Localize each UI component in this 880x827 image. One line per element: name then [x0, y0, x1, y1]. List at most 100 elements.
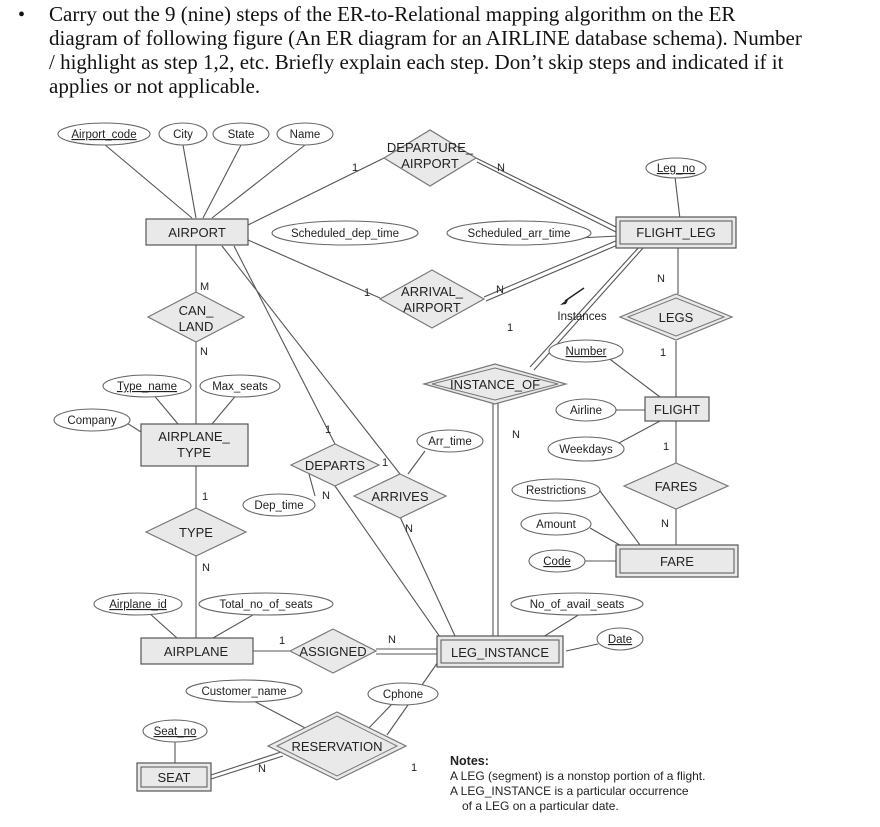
svg-text:DEPARTS: DEPARTS	[305, 458, 366, 473]
card-type-1: 1	[202, 491, 208, 503]
svg-text:AIRPORT: AIRPORT	[401, 156, 459, 171]
card-assigned-1: 1	[279, 635, 285, 647]
attr-number: Number	[548, 339, 624, 363]
rel-reservation: RESERVATION	[266, 711, 408, 781]
svg-text:Cphone: Cphone	[383, 689, 423, 701]
card-departs-n: N	[322, 490, 330, 502]
svg-text:AIRPLANE_: AIRPLANE_	[158, 429, 230, 444]
svg-text:Code: Code	[543, 556, 571, 568]
bullet-marker: •	[18, 4, 26, 26]
attr-company: Company	[53, 408, 131, 432]
attr-city: City	[158, 122, 208, 146]
card-arr-n: N	[496, 284, 504, 296]
attr-scheduled-dep-time: Scheduled_dep_time	[271, 220, 419, 246]
card-canland-m: M	[200, 281, 209, 293]
cardinality-labels: 1 N 1 N M N N 1 1 N 1 1 N N 1 N 1 N 1 N …	[200, 162, 669, 775]
rel-legs: LEGS	[618, 293, 734, 341]
notes-heading: Notes:	[450, 754, 489, 768]
attr-scheduled-arr-time: Scheduled_arr_time	[446, 220, 592, 246]
attr-airport-code: Airport_code	[57, 122, 151, 146]
attr-type-name: Type_name	[102, 374, 192, 398]
notes-block: Notes: A LEG (segment) is a nonstop port…	[450, 754, 705, 813]
card-reservation-1: 1	[411, 762, 417, 774]
svg-text:Type_name: Type_name	[117, 381, 177, 393]
attr-airline: Airline	[555, 398, 617, 422]
svg-text:Arr_time: Arr_time	[428, 436, 471, 448]
svg-text:SEAT: SEAT	[158, 770, 191, 785]
question-line-1: Carry out the 9 (nine) steps of the ER-t…	[49, 2, 736, 26]
svg-text:LAND: LAND	[179, 319, 214, 334]
svg-text:Seat_no: Seat_no	[154, 726, 197, 738]
entity-airplane-type: AIRPLANE_ TYPE	[140, 423, 249, 467]
attr-state: State	[212, 122, 270, 146]
svg-text:Amount: Amount	[536, 519, 576, 531]
svg-text:DEPARTURE_: DEPARTURE_	[387, 140, 474, 155]
svg-text:Instances: Instances	[557, 311, 606, 323]
rel-can-land: CAN_ LAND	[146, 291, 246, 343]
svg-text:ASSIGNED: ASSIGNED	[299, 644, 366, 659]
svg-text:RESERVATION: RESERVATION	[291, 739, 382, 754]
card-instof-n: N	[512, 429, 520, 441]
svg-text:Airplane_id: Airplane_id	[109, 599, 167, 611]
card-dep-1: 1	[352, 162, 358, 174]
card-assigned-n: N	[388, 634, 396, 646]
svg-text:TYPE: TYPE	[179, 525, 213, 540]
svg-text:Weekdays: Weekdays	[559, 444, 613, 456]
attr-code: Code	[528, 549, 586, 573]
rel-departure-airport: DEPARTURE_ AIRPORT	[382, 129, 478, 187]
notes-line-2: A LEG_INSTANCE is a particular occurrenc…	[450, 784, 689, 798]
question-block: • Carry out the 9 (nine) steps of the ER…	[0, 0, 880, 110]
svg-text:Company: Company	[67, 415, 116, 427]
card-fares-1: 1	[663, 441, 669, 453]
svg-text:State: State	[228, 129, 255, 141]
svg-text:Scheduled_dep_time: Scheduled_dep_time	[291, 228, 399, 240]
attr-total-no-of-seats: Total_no_of_seats	[198, 592, 334, 616]
svg-text:Date: Date	[608, 634, 632, 646]
svg-text:City: City	[173, 129, 193, 141]
card-legs-n: N	[657, 273, 665, 285]
question-line-4: applies or not applicable.	[49, 74, 261, 98]
svg-text:Scheduled_arr_time: Scheduled_arr_time	[468, 228, 571, 240]
attr-customer-name: Customer_name	[185, 679, 303, 703]
attr-seat-no: Seat_no	[142, 719, 208, 743]
svg-text:Leg_no: Leg_no	[657, 163, 695, 175]
svg-text:FARES: FARES	[655, 479, 698, 494]
attr-weekdays: Weekdays	[547, 436, 625, 462]
svg-text:ARRIVES: ARRIVES	[371, 489, 428, 504]
svg-text:LEGS: LEGS	[659, 310, 694, 325]
svg-text:LEG_INSTANCE: LEG_INSTANCE	[451, 645, 549, 660]
svg-text:Restrictions: Restrictions	[526, 485, 586, 497]
svg-text:FLIGHT_LEG: FLIGHT_LEG	[636, 225, 715, 240]
entity-airplane: AIRPLANE	[140, 637, 254, 665]
svg-text:AIRPORT: AIRPORT	[403, 300, 461, 315]
attr-restrictions: Restrictions	[511, 478, 601, 502]
rel-arrives: ARRIVES	[352, 473, 448, 519]
card-arrives-n: N	[405, 523, 413, 535]
card-reservation-n: N	[258, 763, 266, 775]
svg-text:Airline: Airline	[570, 405, 602, 417]
svg-text:INSTANCE_OF: INSTANCE_OF	[450, 377, 540, 392]
svg-text:ARRIVAL_: ARRIVAL_	[401, 284, 464, 299]
card-departs-1a: 1	[325, 424, 331, 436]
attr-dep-time: Dep_time	[242, 493, 316, 517]
attr-airplane-id: Airplane_id	[93, 592, 183, 616]
rel-departs: DEPARTS	[289, 443, 381, 487]
svg-text:Customer_name: Customer_name	[201, 686, 286, 698]
card-canland-n: N	[200, 346, 208, 358]
attr-leg-no: Leg_no	[645, 157, 707, 179]
attr-arr-time: Arr_time	[416, 429, 484, 453]
attr-instances-label: Instances	[557, 311, 606, 323]
notes-line-3: of a LEG on a particular date.	[462, 799, 619, 813]
rel-fares: FARES	[622, 462, 730, 510]
svg-text:CAN_: CAN_	[179, 303, 214, 318]
attr-max-seats: Max_seats	[199, 374, 281, 398]
svg-text:Dep_time: Dep_time	[254, 500, 303, 512]
card-dep-n: N	[497, 162, 505, 174]
svg-text:Max_seats: Max_seats	[212, 381, 268, 393]
card-type-n: N	[202, 562, 210, 574]
notes-line-1: A LEG (segment) is a nonstop portion of …	[450, 769, 705, 783]
svg-text:AIRPLANE: AIRPLANE	[164, 644, 229, 659]
svg-text:AIRPORT: AIRPORT	[168, 225, 226, 240]
rel-instance-of: INSTANCE_OF	[421, 363, 569, 405]
